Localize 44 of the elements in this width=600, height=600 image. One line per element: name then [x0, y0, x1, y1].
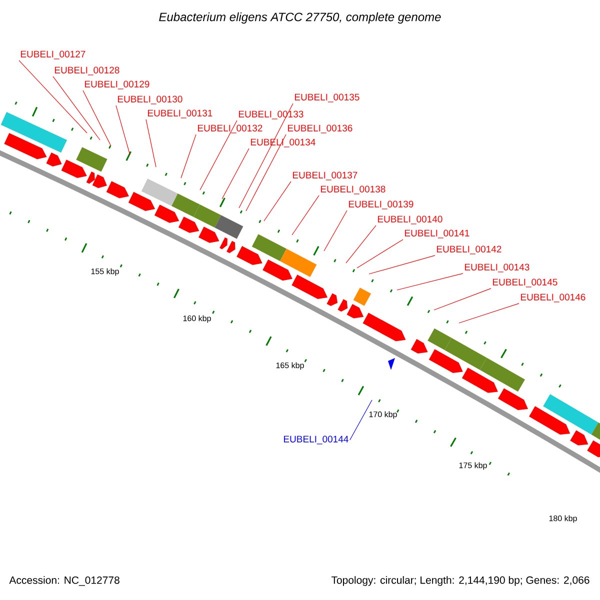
gene-label: EUBELI_00144 — [284, 436, 348, 444]
leader-line — [458, 303, 520, 324]
leader-line — [180, 134, 196, 178]
title: Eubacterium eligens ATCC 27750, complete genome — [159, 12, 441, 24]
gene-label: EUBELI_00140 — [378, 216, 442, 224]
leader-line — [324, 210, 348, 252]
gene-label: EUBELI_00142 — [437, 246, 502, 254]
genome-stats-text: Topology: circular; Length: 2,144,190 bp; Genes: 2,066 — [331, 576, 590, 586]
gene-label: EUBELI_00143 — [465, 264, 530, 272]
leader-line — [18, 60, 88, 134]
leader-line — [356, 239, 404, 268]
gene-label: EUBELI_00127 — [20, 50, 86, 60]
leader-line — [434, 288, 492, 310]
leader-line — [264, 181, 292, 222]
leader-line — [292, 195, 320, 236]
gene-label: EUBELI_00136 — [288, 124, 352, 134]
gene-label: EUBELI_00146 — [521, 294, 586, 302]
leader-line — [368, 255, 436, 274]
gene-label: EUBELI_00135 — [295, 94, 360, 102]
accession-text: Accession: NC_012778 — [9, 576, 120, 586]
leader-line — [350, 400, 372, 440]
leader-line — [396, 273, 464, 290]
gene-label: EUBELI_00128 — [54, 66, 120, 76]
gene-label: EUBELI_00138 — [321, 186, 386, 194]
leader-line — [222, 148, 250, 200]
leader-line — [82, 90, 112, 146]
gene-label: EUBELI_00129 — [84, 80, 150, 90]
leader-line — [146, 119, 156, 168]
leader-line — [52, 76, 100, 140]
scale-label: 175 kbp — [459, 462, 487, 470]
leader-line — [116, 105, 130, 156]
scale-label: 180 kbp — [549, 515, 577, 523]
scale-label: 155 kbp — [91, 268, 119, 276]
gene-label: EUBELI_00130 — [118, 96, 182, 104]
gene-label: EUBELI_00145 — [493, 278, 558, 288]
leader-line — [346, 225, 376, 264]
gene-label: EUBELI_00141 — [405, 230, 470, 238]
gene-label: EUBELI_00137 — [292, 172, 358, 180]
scale-label: 170 kbp — [369, 411, 397, 419]
gene-label: EUBELI_00131 — [148, 110, 212, 118]
scale-label: 165 kbp — [276, 362, 304, 370]
leader-line — [238, 103, 294, 208]
scale-label: 160 kbp — [183, 315, 211, 323]
gene-label: EUBELI_00139 — [349, 200, 414, 210]
